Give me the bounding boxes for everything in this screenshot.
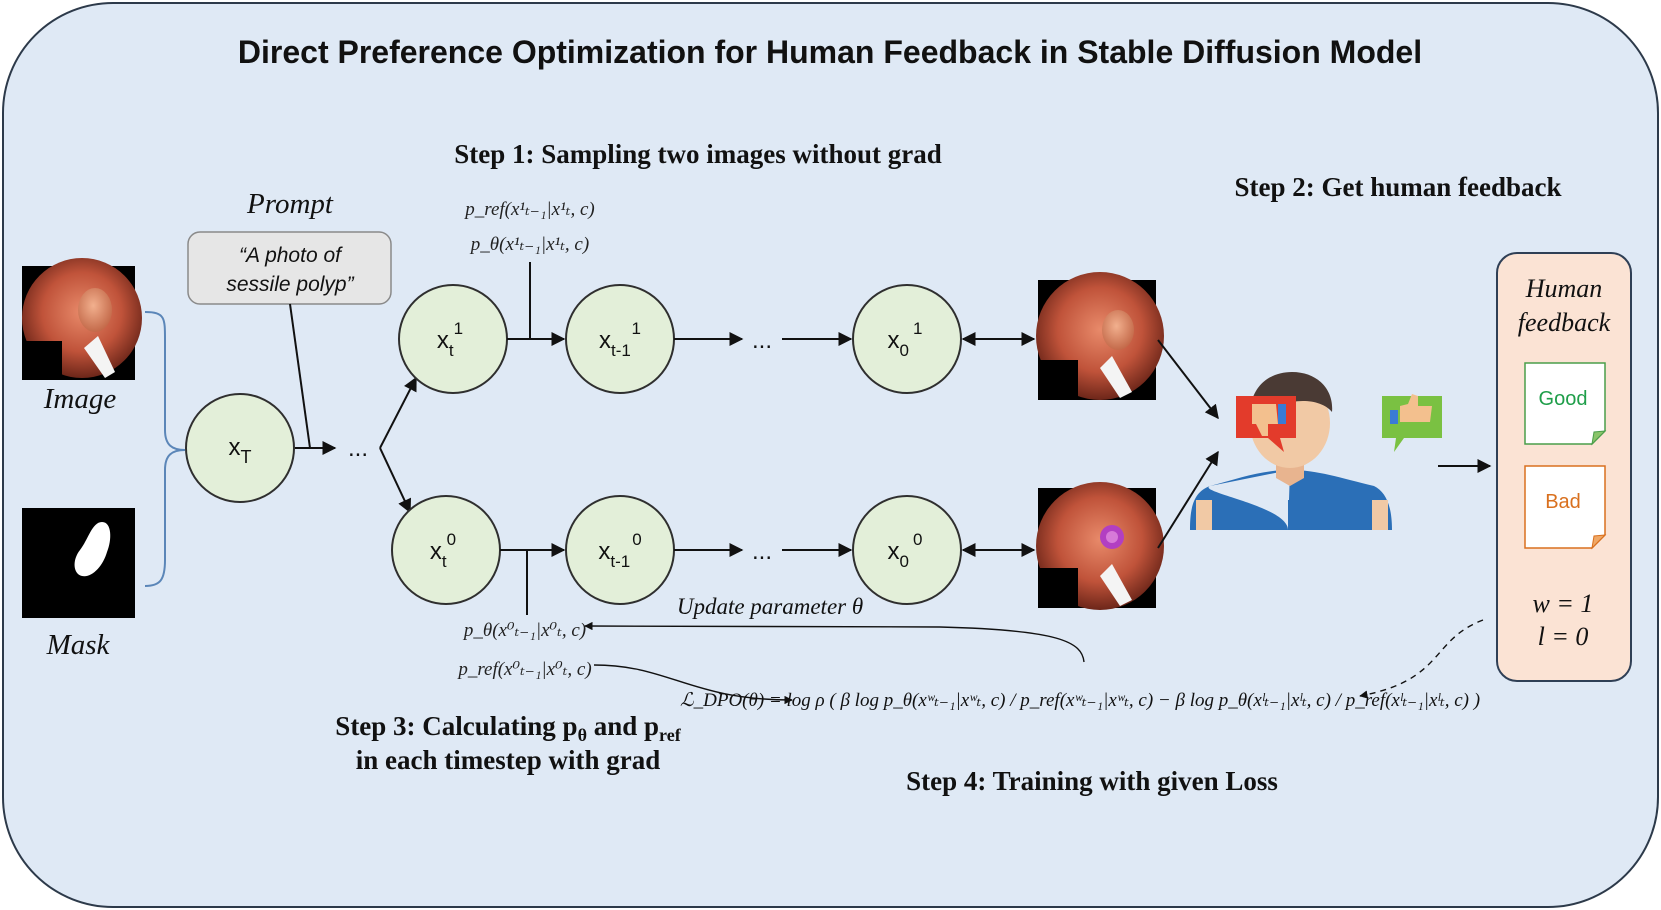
node-x0-1-sup: 1 — [913, 319, 922, 338]
node-xt-0-sub: t — [442, 552, 447, 571]
p-ref-to-loss-curve — [593, 664, 793, 705]
thumbs-up-icon — [1382, 394, 1442, 452]
branch-ellipsis: ... — [348, 435, 368, 462]
node-xtm1-1-label: xt-11 — [599, 319, 641, 360]
mask-label: Mask — [46, 629, 111, 661]
generated-image-top — [1036, 272, 1164, 400]
node-xt-1-x: x — [437, 327, 449, 354]
bottom-p-ref: p_ref(x⁰ₜ₋₁|x⁰ₜ, c) — [456, 659, 591, 680]
good-label: Good — [1539, 388, 1588, 410]
top-ellipsis: ... — [752, 327, 772, 354]
prompt-label: Prompt — [246, 188, 334, 220]
node-xt-1-sub: t — [449, 341, 454, 360]
step3-text-b: and p — [587, 711, 659, 741]
branch-down-arrow — [379, 447, 411, 514]
prompt-connector — [289, 303, 311, 449]
node-x0-1-x: x — [888, 327, 900, 354]
node-xt-0-sup: 0 — [447, 530, 456, 549]
node-x0-0-sub: 0 — [900, 552, 909, 571]
diagram-title: Direct Preference Optimization for Human… — [238, 34, 1422, 70]
bottom-ellipsis: ... — [752, 538, 772, 565]
step3-text-a: Step 3: Calculating p — [335, 711, 577, 741]
image-label: Image — [43, 383, 117, 415]
node-xt-0 — [391, 495, 501, 605]
step1-heading: Step 1: Sampling two images without grad — [454, 139, 942, 169]
node-xtm1-0-label: xt-10 — [598, 530, 641, 571]
mask-image — [22, 508, 135, 618]
feedback-title-line2: feedback — [1518, 308, 1611, 337]
node-xt-1-label: xt1 — [437, 319, 463, 360]
image-bottom-to-human-arrow — [1157, 450, 1219, 549]
input-brace — [144, 311, 186, 587]
generated-image-bottom — [1036, 482, 1164, 610]
node-x0-0-sup: 0 — [913, 530, 922, 549]
node-x0-1-sub: 0 — [900, 341, 909, 360]
step2-heading: Step 2: Get human feedback — [1234, 172, 1561, 202]
node-xT-sub: T — [241, 447, 252, 467]
node-xt-1-sup: 1 — [454, 319, 463, 338]
bad-label: Bad — [1545, 491, 1581, 513]
feedback-title-line1: Human — [1525, 274, 1603, 303]
bad-card — [1524, 465, 1607, 550]
update-parameter-curve — [584, 621, 1085, 663]
step3-heading-line2: in each timestep with grad — [356, 745, 660, 775]
feedback-w: w = 1 — [1533, 589, 1594, 618]
bottom-p-theta: p_θ(x⁰ₜ₋₁|x⁰ₜ, c) — [462, 620, 586, 641]
good-card — [1524, 362, 1607, 446]
prompt-text-line1: “A photo of — [239, 244, 343, 267]
node-xt-0-x: x — [430, 538, 442, 565]
prompt-box — [187, 231, 392, 305]
top-p-ref: p_ref(x¹ₜ₋₁|x¹ₜ, c) — [463, 199, 594, 220]
branch-up-arrow — [379, 376, 417, 449]
node-xtm1-1 — [565, 284, 675, 394]
thumbs-down-icon — [1236, 396, 1296, 452]
node-xtm1-0-sub: t-1 — [610, 552, 630, 571]
node-xtm1-0-sup: 0 — [632, 530, 641, 549]
node-x0-0-x: x — [888, 538, 900, 565]
node-xT-x: x — [229, 434, 241, 461]
node-xtm1-0-x: x — [598, 538, 610, 565]
node-xtm1-1-sub: t-1 — [611, 341, 630, 360]
step3-sub-ref: ref — [659, 725, 682, 745]
node-xt-0-label: xt0 — [430, 530, 456, 571]
node-xtm1-1-x: x — [599, 327, 611, 354]
node-xtm1-1-sup: 1 — [632, 319, 641, 338]
node-x0-1-label: x01 — [888, 319, 923, 360]
node-xT — [185, 393, 295, 503]
loss-formula: ℒ_DPO(θ) = log ρ ( β log p_θ(xʷₜ₋₁|xʷₜ, … — [680, 690, 1480, 711]
update-parameter-label: Update parameter θ — [677, 594, 863, 619]
step3-heading-line1: Step 3: Calculating pθ and pref — [335, 711, 681, 745]
step4-heading: Step 4: Training with given Loss — [906, 766, 1278, 796]
node-xT-label: xT — [229, 434, 252, 467]
node-xt-1 — [398, 284, 508, 394]
input-image — [22, 258, 142, 380]
node-xtm1-0 — [565, 495, 675, 605]
step3-sub-theta: θ — [578, 725, 587, 745]
top-p-theta: p_θ(x¹ₜ₋₁|x¹ₜ, c) — [469, 234, 589, 255]
node-x0-0 — [852, 495, 962, 605]
image-top-to-human-arrow — [1157, 339, 1219, 420]
node-x0-0-label: x00 — [888, 530, 923, 571]
node-x0-1 — [852, 284, 962, 394]
prompt-text-line2: sessile polyp” — [226, 273, 354, 296]
feedback-l: l = 0 — [1538, 622, 1589, 651]
